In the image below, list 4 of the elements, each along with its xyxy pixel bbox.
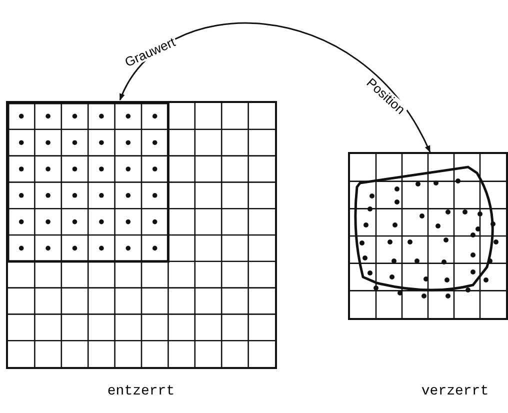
grid-caption: entzerrt <box>107 382 175 402</box>
grid-caption: verzerrt <box>421 382 489 402</box>
pixel-grid <box>6 101 277 369</box>
pixel-grid <box>348 152 508 320</box>
